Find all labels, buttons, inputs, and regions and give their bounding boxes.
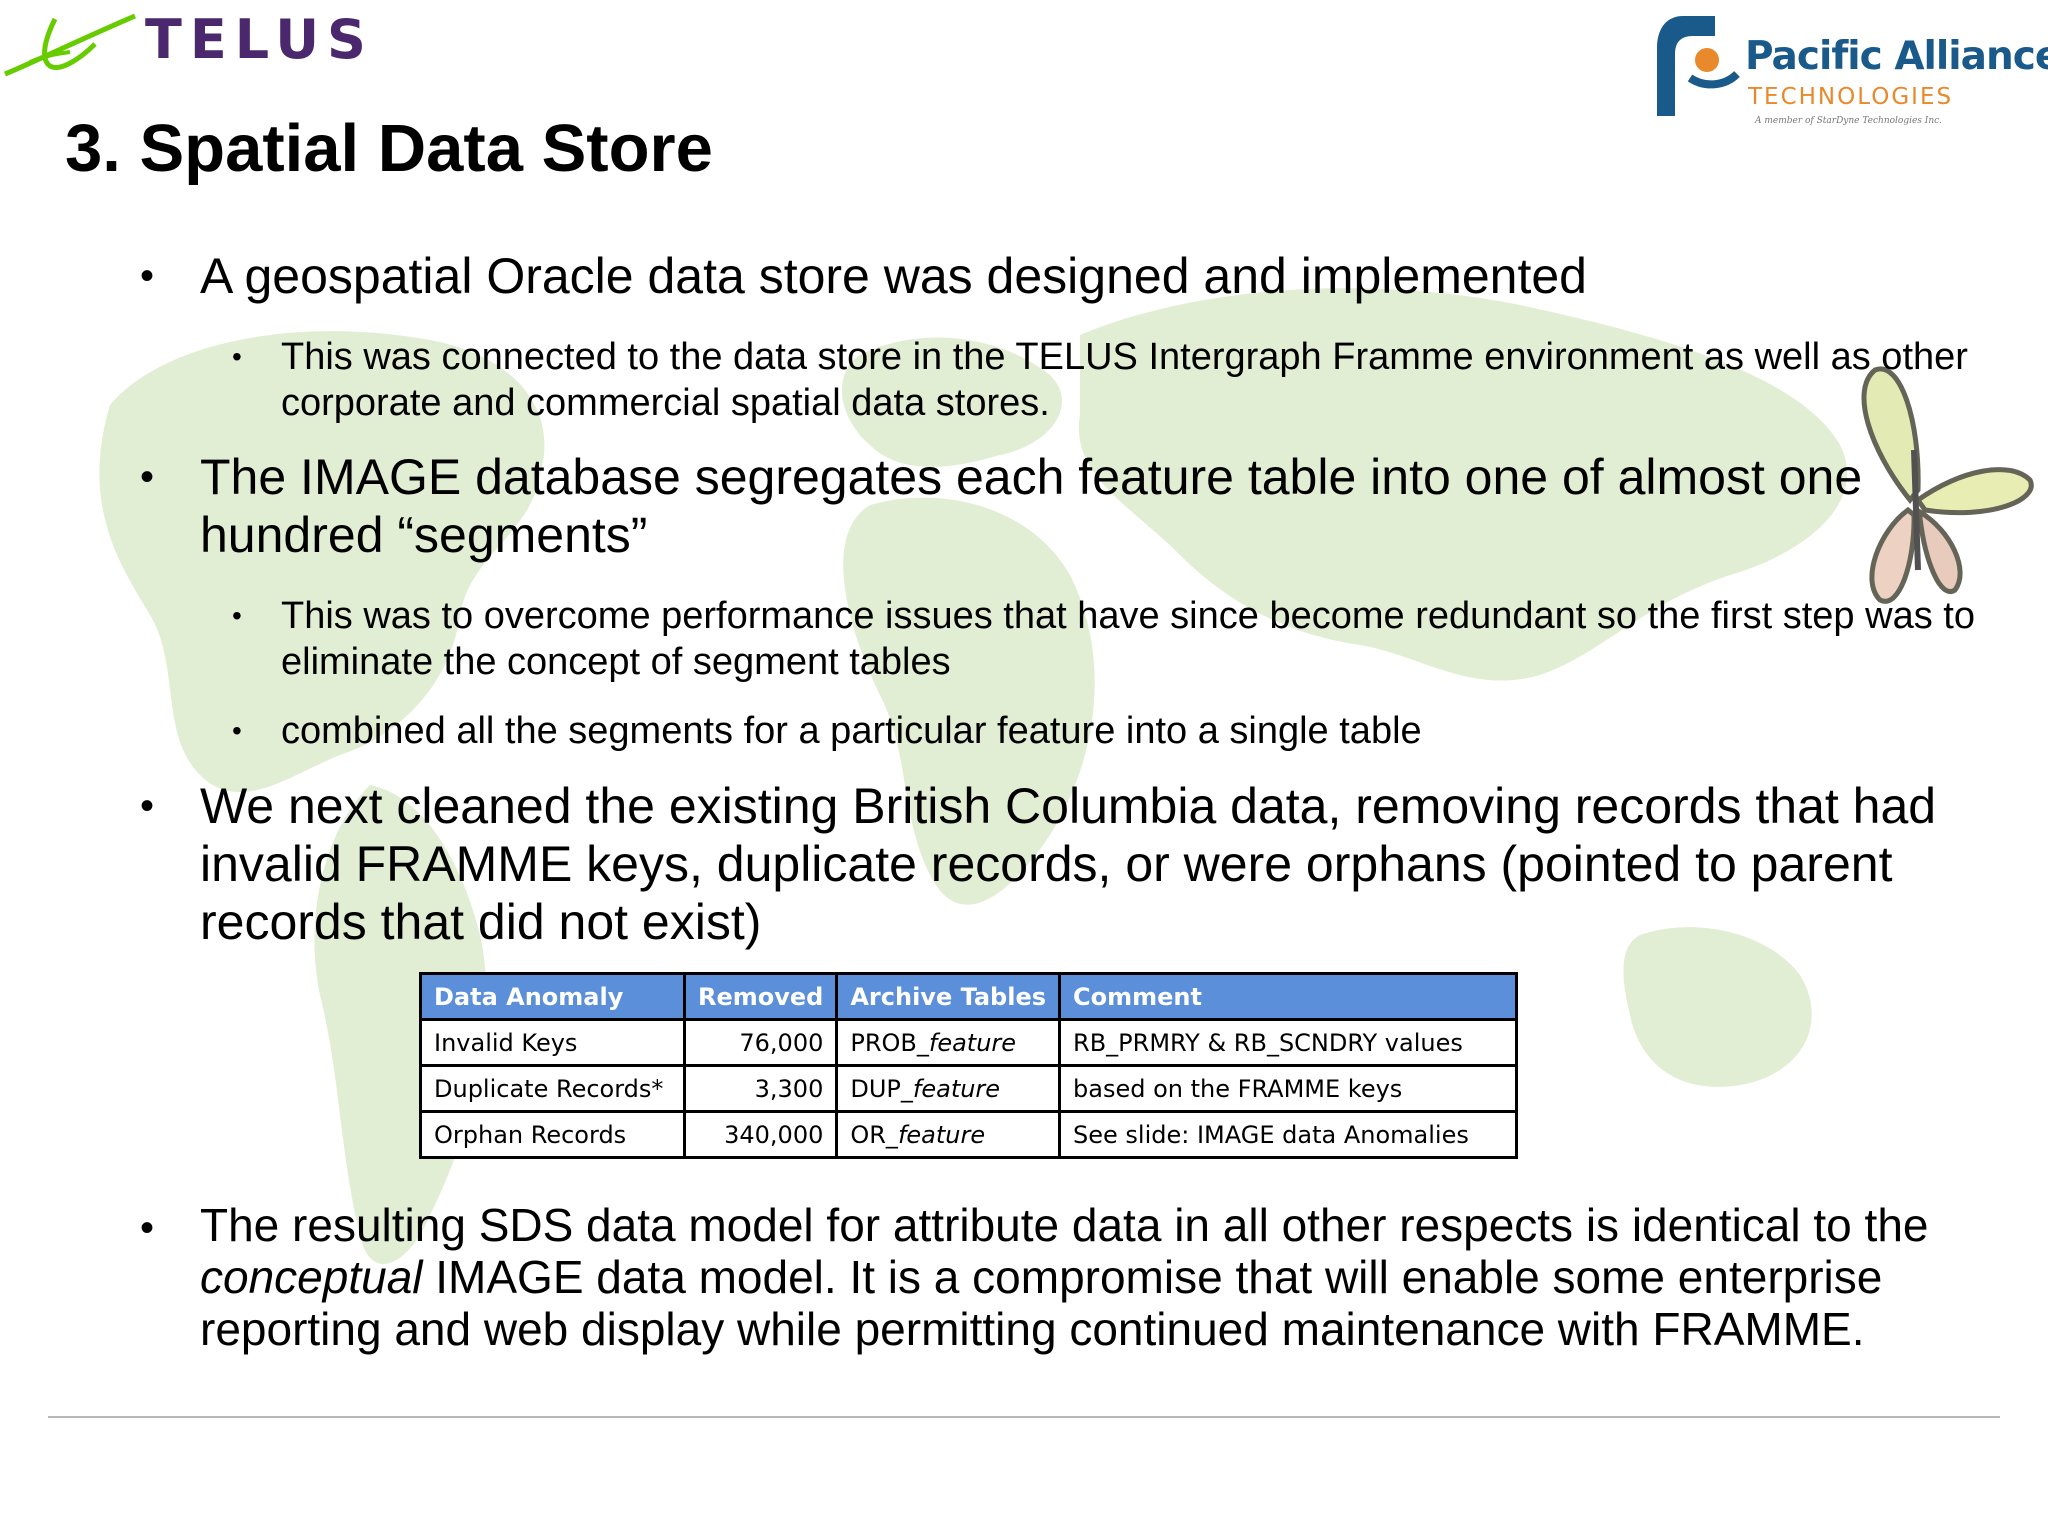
bullet-2-sub-2: combined all the segments for a particul… [281,710,1422,752]
telus-logo: TELUS [0,4,380,84]
anomaly-cell: Duplicate Records* [419,1064,686,1113]
bullet-4-text-pre: The resulting SDS data model for attribu… [200,1199,1929,1251]
pacific-alliance-name: Pacific Alliance [1745,34,2048,79]
pacific-alliance-subtitle: TECHNOLOGIES [1748,84,1954,110]
table-row: Orphan Records 340,000 OR_feature See sl… [419,1110,1518,1159]
bullet-4-text-post: IMAGE data model. It is a compromise tha… [200,1251,1883,1355]
sub-bullet-marker: • [232,600,242,631]
pacific-alliance-tagline: A member of StarDyne Technologies Inc. [1755,116,1943,126]
archive-table-cell: PROB_feature [835,1018,1062,1067]
column-header: Removed [682,972,839,1021]
archive-table-cell: DUP_feature [835,1064,1062,1113]
table-row: Duplicate Records* 3,300 DUP_feature bas… [419,1064,1518,1113]
data-anomaly-table: Data Anomaly Removed Archive Tables Comm… [419,972,1518,1159]
table-header-row: Data Anomaly Removed Archive Tables Comm… [419,972,1518,1021]
bullet-3: We next cleaned the existing British Col… [200,778,1937,950]
footer-divider [48,1416,2000,1418]
removed-cell: 76,000 [682,1018,839,1067]
bullet-4: The resulting SDS data model for attribu… [200,1199,1980,1355]
column-header: Comment [1058,972,1518,1021]
comment-cell: based on the FRAMME keys [1058,1064,1518,1113]
sub-bullet-marker: • [232,341,242,372]
comment-cell: See slide: IMAGE data Anomalies [1058,1110,1518,1159]
removed-cell: 3,300 [682,1064,839,1113]
bullet-marker: • [140,455,155,499]
bullet-marker: • [140,784,155,828]
telus-swoosh-icon [4,13,136,77]
sub-bullet-marker: • [232,715,242,746]
slide-title: 3. Spatial Data Store [65,111,713,186]
pacific-alliance-logo: Pacific Alliance TECHNOLOGIES A member o… [1645,4,2048,134]
pacific-alliance-mark-icon [1657,16,1740,116]
column-header: Archive Tables [835,972,1062,1021]
bullet-1: A geospatial Oracle data store was desig… [200,248,1587,304]
removed-cell: 340,000 [682,1110,839,1159]
bullet-marker: • [140,1206,155,1250]
anomaly-cell: Orphan Records [419,1110,686,1159]
comment-cell: RB_PRMRY & RB_SCNDRY values [1058,1018,1518,1067]
bullet-marker: • [140,254,155,298]
archive-table-cell: OR_feature [835,1110,1062,1159]
telus-logo-text: TELUS [145,8,374,71]
column-header: Data Anomaly [419,972,686,1021]
bullet-2: The IMAGE database segregates each featu… [200,449,1863,563]
bullet-1-sub-1: This was connected to the data store in … [281,336,1968,424]
table-row: Invalid Keys 76,000 PROB_feature RB_PRMR… [419,1018,1518,1067]
anomaly-cell: Invalid Keys [419,1018,686,1067]
bullet-2-sub-1: This was to overcome performance issues … [281,595,1975,683]
butterfly-decoration [1861,366,2034,604]
bullet-4-emphasis: conceptual [200,1251,423,1303]
